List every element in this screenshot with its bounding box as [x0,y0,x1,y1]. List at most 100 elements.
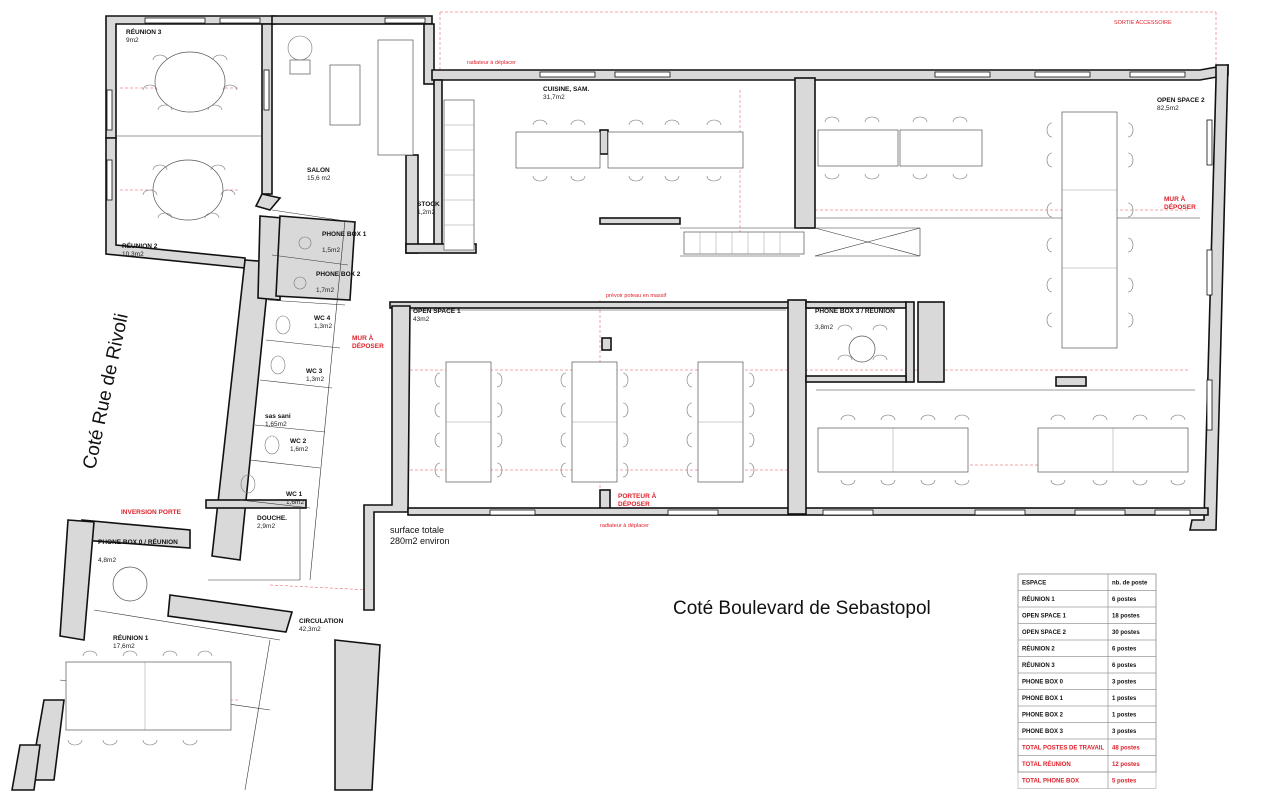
table-row-espace: PHONE BOX 2 [1022,712,1064,718]
chair [748,462,755,478]
chair [434,432,441,448]
room-name: SALON [307,167,330,174]
chair [748,432,755,448]
room-area: 2,9m2 [257,523,275,530]
chair [912,116,928,123]
surface-line1: surface totale [390,525,444,535]
room-area: 43m2 [413,316,430,323]
chair [1050,414,1066,421]
street-left-label: Coté Rue de Rivoli [79,312,132,471]
chair [1127,122,1134,138]
room-area: 1,5m2 [322,247,340,254]
chair [1127,202,1134,218]
room-area: 9m2 [126,37,139,44]
room-area: 42,3m2 [299,626,321,633]
table-row-espace: PHONE BOX 0 [1022,679,1064,685]
chair [1127,312,1134,328]
partitions [59,135,1200,791]
chair [560,372,567,388]
chair [560,462,567,478]
chair [162,650,178,657]
chair [837,324,853,331]
table-row-postes: 6 postes [1112,663,1137,669]
chair [840,479,856,486]
room-name: OPEN SPACE 1 [413,308,461,315]
chair [1170,414,1186,421]
table-row-espace: PHONE BOX 3 [1022,729,1064,735]
chair [67,739,83,746]
table-header: ESPACE [1022,580,1046,586]
chair [824,116,840,123]
street-bottom-label: Coté Boulevard de Sebastopol [673,598,931,619]
chair [434,372,441,388]
chair [82,650,98,657]
salon-furniture [287,35,414,156]
chair [157,212,173,219]
table-row-espace: RÉUNION 1 [1022,595,1055,603]
chair [622,462,629,478]
chair [686,462,693,478]
chair [560,432,567,448]
table-row-espace: TOTAL POSTES DE TRAVAIL [1022,745,1104,751]
kitchen-counters [443,99,805,255]
desks [65,111,1189,731]
chair [920,414,936,421]
chair [142,739,158,746]
room-name: CIRCULATION [299,618,344,625]
room-name: WC 2 [290,438,307,445]
chair [1132,479,1148,486]
chairs [67,54,1186,746]
surface-line2: 280m2 environ [390,536,450,546]
chair [152,54,168,61]
chair [220,189,236,196]
chair [1132,414,1148,421]
room-area: 31,7m2 [543,94,565,101]
chair [824,173,840,180]
room-name: CUISINE, SAM. [543,86,589,93]
room-name: PHONE BOX 1 [322,231,367,238]
table-row-postes: 1 postes [1112,696,1137,702]
table-row-postes: 1 postes [1112,712,1137,718]
room-name: PHONE BOX 2 [316,271,361,278]
chair [434,462,441,478]
windows [106,17,1213,516]
chair [570,119,586,126]
chair [496,432,503,448]
room-area: 15,6 m2 [307,175,331,182]
room-area: 1,2m2 [417,209,435,216]
table-row-postes: 18 postes [1112,613,1140,619]
sanitary-fixtures [240,236,312,494]
table-cell [1107,771,1157,789]
chair [1092,479,1108,486]
room-area: 4,8m2 [98,557,116,564]
chair [880,479,896,486]
room-name: OPEN SPACE 2 [1157,97,1205,104]
chair [496,402,503,418]
note-radiateur: radiateur à déplacer [467,60,516,66]
note-sortie: SORTIE ACCESSOIRE [1114,20,1172,26]
round-tables [112,51,876,602]
room-area: 1,3m2 [314,323,332,330]
table-row-postes: 12 postes [1112,762,1140,768]
chair [748,402,755,418]
room-name: STOCK [417,201,440,208]
chair [837,354,853,361]
chair [560,402,567,418]
chair [1046,237,1053,253]
chair [122,650,138,657]
chair [686,372,693,388]
room-area: 1,6m2 [286,499,304,506]
walls [11,15,1229,791]
chair [1046,312,1053,328]
table-row-postes: 30 postes [1112,630,1140,636]
table-row-postes: 3 postes [1112,679,1137,685]
table-row-espace: RÉUNION 3 [1022,661,1055,669]
room-name: sas sani [265,413,291,420]
room-name: RÉUNION 2 [122,241,158,250]
chair [954,479,970,486]
chair [142,189,158,196]
chair [920,479,936,486]
